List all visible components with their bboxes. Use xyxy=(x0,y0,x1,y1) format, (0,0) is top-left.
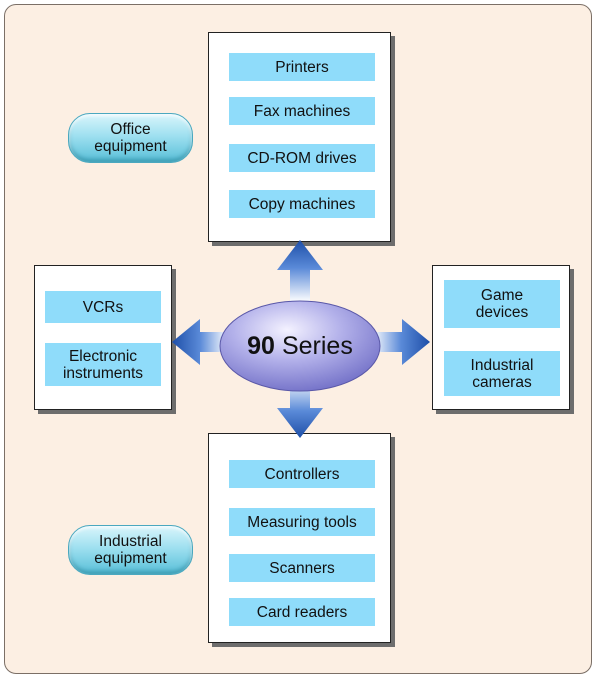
item-measuring-tools: Measuring tools xyxy=(229,508,375,536)
office-equipment-label: Office equipment xyxy=(68,113,193,163)
item-controllers: Controllers xyxy=(229,460,375,488)
item-vcrs: VCRs xyxy=(45,291,161,323)
left-device-box: VCRs Electronic instruments xyxy=(34,265,172,410)
item-printers: Printers xyxy=(229,53,375,81)
center-series-ellipse xyxy=(219,300,381,392)
item-copy-machines: Copy machines xyxy=(229,190,375,218)
industrial-equipment-label: Industrial equipment xyxy=(68,525,193,575)
item-cd-rom-drives: CD-ROM drives xyxy=(229,144,375,172)
arrow-down-icon xyxy=(277,378,323,438)
arrow-right-icon xyxy=(372,319,430,365)
arrow-left-icon xyxy=(172,319,228,365)
item-game-devices: Game devices xyxy=(444,280,560,328)
item-electronic-instruments: Electronic instruments xyxy=(45,343,161,386)
item-fax-machines: Fax machines xyxy=(229,97,375,125)
item-card-readers: Card readers xyxy=(229,598,375,626)
arrow-up-icon xyxy=(277,240,323,302)
right-device-box: Game devices Industrial cameras xyxy=(432,265,570,410)
item-industrial-cameras: Industrial cameras xyxy=(444,351,560,396)
top-device-box: Printers Fax machines CD-ROM drives Copy… xyxy=(208,32,391,242)
bottom-device-box: Controllers Measuring tools Scanners Car… xyxy=(208,433,391,643)
item-scanners: Scanners xyxy=(229,554,375,582)
